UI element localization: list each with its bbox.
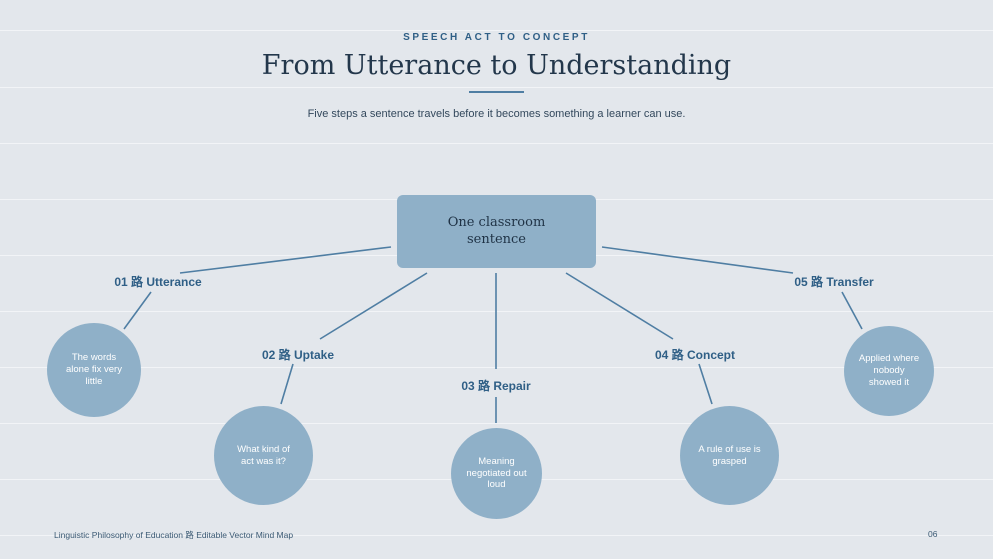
step-label-transfer[interactable]: 05 路 Transfer — [794, 275, 874, 289]
step-label-concept[interactable]: 04 路 Concept — [654, 348, 736, 362]
connector-center-step-4 — [565, 272, 674, 340]
rule-line — [0, 535, 993, 536]
connector-center-step-2 — [319, 272, 428, 340]
bubble-transfer[interactable]: Applied where nobody showed it — [844, 326, 934, 416]
footer-caption: Linguistic Philosophy of Education 路 Edi… — [54, 530, 294, 540]
connector-step-5-bubble — [841, 291, 863, 330]
bubble-uptake[interactable]: What kind of act was it? — [214, 406, 313, 505]
eyebrow-label: SPEECH ACT TO CONCEPT — [403, 32, 590, 43]
page-title: From Utterance to Understanding — [261, 50, 732, 81]
title-underline — [469, 91, 524, 93]
bubble-utterance-text: The words alone fix very little — [66, 352, 122, 387]
rule-line — [0, 143, 993, 144]
bubble-utterance[interactable]: The words alone fix very little — [47, 323, 141, 417]
step-label-utterance[interactable]: 01 路 Utterance — [114, 275, 202, 289]
rule-line — [0, 30, 993, 31]
connector-step-2-bubble — [280, 363, 294, 405]
center-node-label: One classroom sentence — [447, 215, 546, 247]
connector-step-4-bubble — [698, 363, 713, 405]
step-label-uptake[interactable]: 02 路 Uptake — [261, 348, 335, 362]
connector-center-step-1 — [179, 246, 392, 274]
rule-line — [0, 87, 993, 88]
bubble-uptake-text: What kind of act was it? — [237, 443, 290, 467]
bubble-transfer-text: Applied where nobody showed it — [858, 353, 920, 388]
bubble-concept-text: A rule of use is grasped — [698, 443, 761, 467]
bubble-concept[interactable]: A rule of use is grasped — [680, 406, 779, 505]
page-subtitle: Five steps a sentence travels before it … — [307, 108, 686, 120]
center-node[interactable]: One classroom sentence — [397, 195, 596, 268]
step-label-repair[interactable]: 03 路 Repair — [461, 379, 531, 393]
bubble-repair-text: Meaning negotiated out loud — [466, 455, 527, 491]
connector-center-step-5 — [601, 246, 794, 274]
connector-step-1-bubble — [123, 291, 152, 330]
page-number: 06 — [928, 529, 938, 539]
bubble-repair[interactable]: Meaning negotiated out loud — [451, 428, 542, 519]
rule-line — [0, 423, 993, 424]
